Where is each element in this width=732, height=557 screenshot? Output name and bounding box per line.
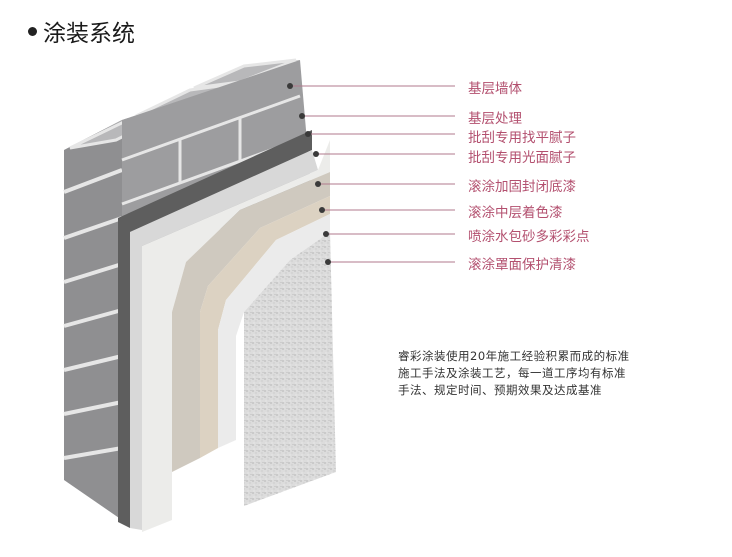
label-putty-smooth: 批刮专用光面腻子 — [468, 150, 576, 166]
layer-sealer-primer — [172, 172, 330, 472]
label-base-wall: 基层墙体 — [468, 81, 522, 97]
label-topcoat: 滚涂罩面保护清漆 — [468, 257, 576, 273]
layer-multicolor — [218, 214, 330, 448]
label-mid-coat: 滚涂中层着色漆 — [468, 205, 563, 221]
page-title: 涂装系统 — [28, 14, 135, 48]
label-multicolor: 喷涂水包砂多彩彩点 — [468, 229, 590, 245]
label-sealer-primer: 滚涂加固封闭底漆 — [468, 179, 576, 195]
label-base-treatment: 基层处理 — [468, 111, 522, 127]
layer-topcoat — [244, 232, 336, 506]
title-text: 涂装系统 — [43, 21, 135, 47]
label-putty-leveling: 批刮专用找平腻子 — [468, 130, 576, 146]
leader-lines — [287, 83, 455, 265]
description-line-1: 睿彩涂装使用20年施工经验积累而成的标准 — [398, 349, 630, 363]
description-line-3: 手法、规定时间、预期效果及达成基准 — [398, 383, 602, 397]
bullet-icon — [28, 26, 37, 36]
layer-putty-smooth — [142, 140, 330, 532]
layer-mid-coat — [200, 196, 330, 458]
description-line-2: 施工手法及涂装工艺，每一道工序均有标准 — [398, 366, 626, 380]
description-paragraph: 睿彩涂装使用20年施工经验积累而成的标准 施工手法及涂装工艺，每一道工序均有标准… — [398, 348, 698, 399]
